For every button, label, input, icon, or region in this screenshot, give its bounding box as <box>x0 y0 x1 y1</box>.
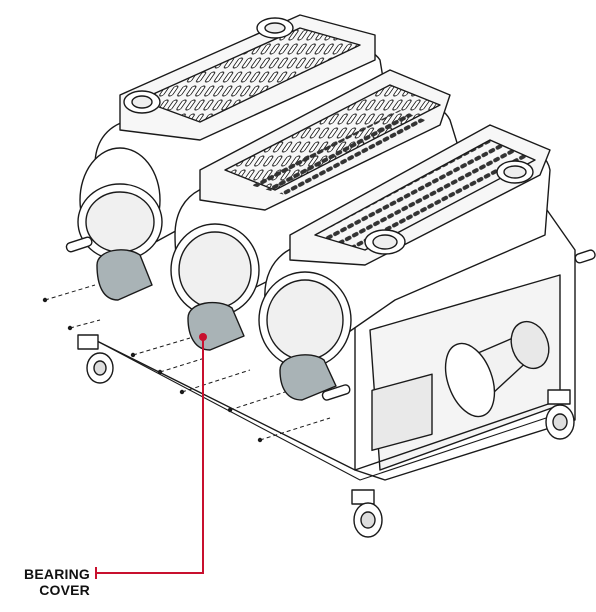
caster-front-left <box>77 334 114 384</box>
drum-middle <box>170 69 471 317</box>
bearing-cover-left <box>96 249 153 301</box>
drum-front-right <box>258 124 551 369</box>
fastener-screws <box>42 297 263 443</box>
bearing-cover-right <box>279 354 337 401</box>
callout-line2: COVER <box>39 582 90 598</box>
callout-leader <box>95 337 204 579</box>
fastener-lines <box>44 284 331 441</box>
bearing-cover-callout-label: BEARING COVER <box>8 566 90 598</box>
motor-cylinder <box>444 320 550 418</box>
shaft-front <box>321 384 351 401</box>
callout-line1: BEARING <box>24 566 90 582</box>
caster-front-middle <box>351 489 383 538</box>
shaft-right <box>574 249 596 264</box>
base-frame <box>84 334 561 471</box>
callout-dot <box>199 333 207 341</box>
shaft-left <box>65 236 93 253</box>
cabinet-box <box>371 373 433 452</box>
caster-rear-right <box>545 389 575 440</box>
